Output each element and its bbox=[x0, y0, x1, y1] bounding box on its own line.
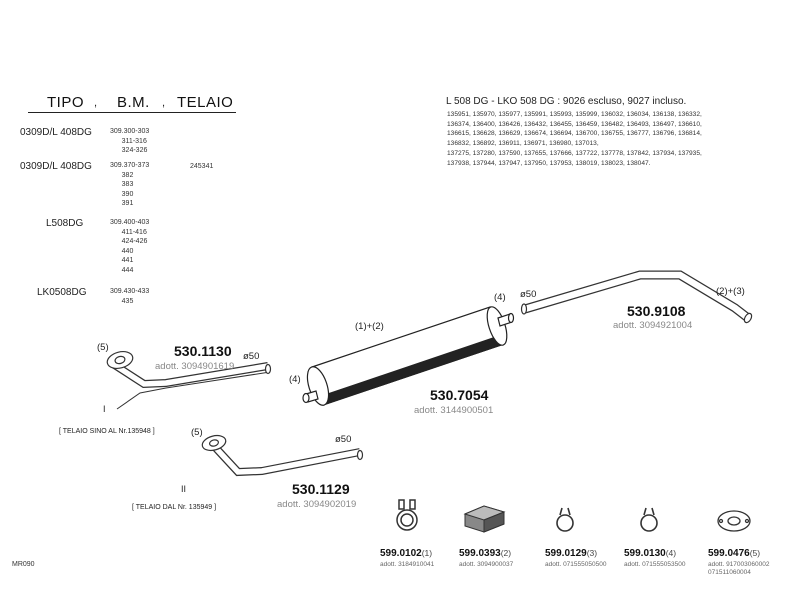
accessory-item: 599.0129(3) adott. 071555050500 bbox=[545, 543, 606, 569]
note-numbers: 135951, 135970, 135977, 135991, 135993, … bbox=[447, 111, 702, 167]
accessory-item: 599.0476(5) adott. 917003060002 07151106… bbox=[708, 543, 769, 577]
accessory-item: 599.0393(2) adott. 3094900037 bbox=[459, 543, 513, 569]
gasket-icon bbox=[717, 510, 751, 532]
accessory-code: 599.0130 bbox=[624, 548, 666, 559]
front-pipe-1-diameter: ø50 bbox=[243, 351, 260, 362]
accessory-adott: adott. 071555050500 bbox=[545, 561, 607, 568]
silencer-ref-right: (4) bbox=[494, 292, 506, 303]
accessory-ref: (4) bbox=[665, 548, 677, 558]
silencer-ref-left: (4) bbox=[289, 374, 301, 385]
header-underline bbox=[28, 112, 236, 113]
front-pipe-1-code: 530.1130 bbox=[174, 343, 232, 359]
accessory-item: 599.0102(1) adott. 3184910041 bbox=[380, 543, 434, 569]
row-tipo: 0309D/L 408DG bbox=[20, 161, 92, 172]
front-pipe-2-adott: adott. 3094902019 bbox=[277, 499, 357, 510]
tail-pipe-adott: adott. 3094921004 bbox=[613, 320, 693, 331]
accessory-code: 599.0476 bbox=[708, 548, 750, 559]
front-pipe-1-ref: (5) bbox=[97, 342, 109, 353]
accessory-item: 599.0130(4) adott. 071555053500 bbox=[624, 543, 685, 569]
silencer-adott: adott. 3144900501 bbox=[414, 405, 494, 416]
header-separator: , bbox=[162, 97, 166, 109]
tail-pipe-code: 530.9108 bbox=[627, 303, 686, 319]
accessory-adott: adott. 071555053500 bbox=[624, 561, 686, 568]
row-bm: 309.300-303 311-316 324-326 bbox=[110, 128, 150, 154]
note-title: L 508 DG - LKO 508 DG : 9026 escluso, 90… bbox=[446, 96, 687, 107]
row-bm: 309.430-433 435 bbox=[110, 288, 150, 305]
rubber-hanger-icon bbox=[463, 505, 506, 533]
clamp-ring-icon bbox=[640, 507, 658, 532]
header-tipo: TIPO bbox=[47, 94, 85, 111]
row-tipo: L508DG bbox=[46, 218, 84, 229]
front-pipe-2-ref: (5) bbox=[191, 427, 203, 438]
row-tipo: LK0508DG bbox=[37, 287, 87, 298]
header-telaio: TELAIO bbox=[177, 94, 234, 111]
front-pipe-2-diameter: ø50 bbox=[335, 434, 352, 445]
telaio-second-note: [ TELAIO DAL Nr. 135949 ] bbox=[132, 504, 217, 511]
tail-pipe-drawing bbox=[520, 270, 753, 324]
clamp-icon bbox=[396, 499, 418, 531]
front-pipe-2-drawing bbox=[201, 434, 364, 477]
accessory-adott: adott. 3094900037 bbox=[459, 561, 514, 568]
accessory-ref: (2) bbox=[500, 548, 512, 558]
row-tipo: 0309D/L 408DG bbox=[20, 127, 92, 138]
header-bm: B.M. bbox=[117, 94, 150, 111]
accessory-ref: (1) bbox=[421, 548, 433, 558]
accessory-ref: (5) bbox=[749, 548, 761, 558]
row-telaio: 245341 bbox=[190, 163, 214, 170]
accessory-ref: (3) bbox=[586, 548, 598, 558]
accessory-code: 599.0102 bbox=[380, 548, 422, 559]
telaio-first-roman: I bbox=[103, 404, 106, 414]
footer-ref: MR090 bbox=[12, 561, 35, 568]
clamp-ring-icon bbox=[556, 507, 574, 532]
row-bm: 309.400-403 411-416 424-426 440 441 444 bbox=[110, 219, 150, 274]
silencer-code: 530.7054 bbox=[430, 387, 489, 403]
accessory-adott: adott. 3184910041 bbox=[380, 561, 435, 568]
silencer-drawing bbox=[302, 306, 515, 406]
accessory-code: 599.0393 bbox=[459, 548, 501, 559]
tail-pipe-ref: (2)+(3) bbox=[716, 286, 745, 297]
telaio-second-roman: II bbox=[181, 484, 187, 494]
header-separator: , bbox=[94, 97, 98, 109]
front-pipe-1-adott: adott. 3094901619 bbox=[155, 361, 235, 372]
accessory-code: 599.0129 bbox=[545, 548, 587, 559]
row-bm: 309.370-373 382 383 390 391 bbox=[110, 162, 150, 207]
silencer-ref-top: (1)+(2) bbox=[355, 321, 384, 332]
telaio-first-note: [ TELAIO SINO AL Nr.135948 ] bbox=[59, 428, 155, 435]
front-pipe-1-drawing bbox=[106, 350, 272, 410]
front-pipe-2-code: 530.1129 bbox=[292, 481, 350, 497]
tail-pipe-diameter: ø50 bbox=[520, 289, 537, 300]
accessory-adott: adott. 917003060002 071511060004 bbox=[708, 561, 770, 576]
